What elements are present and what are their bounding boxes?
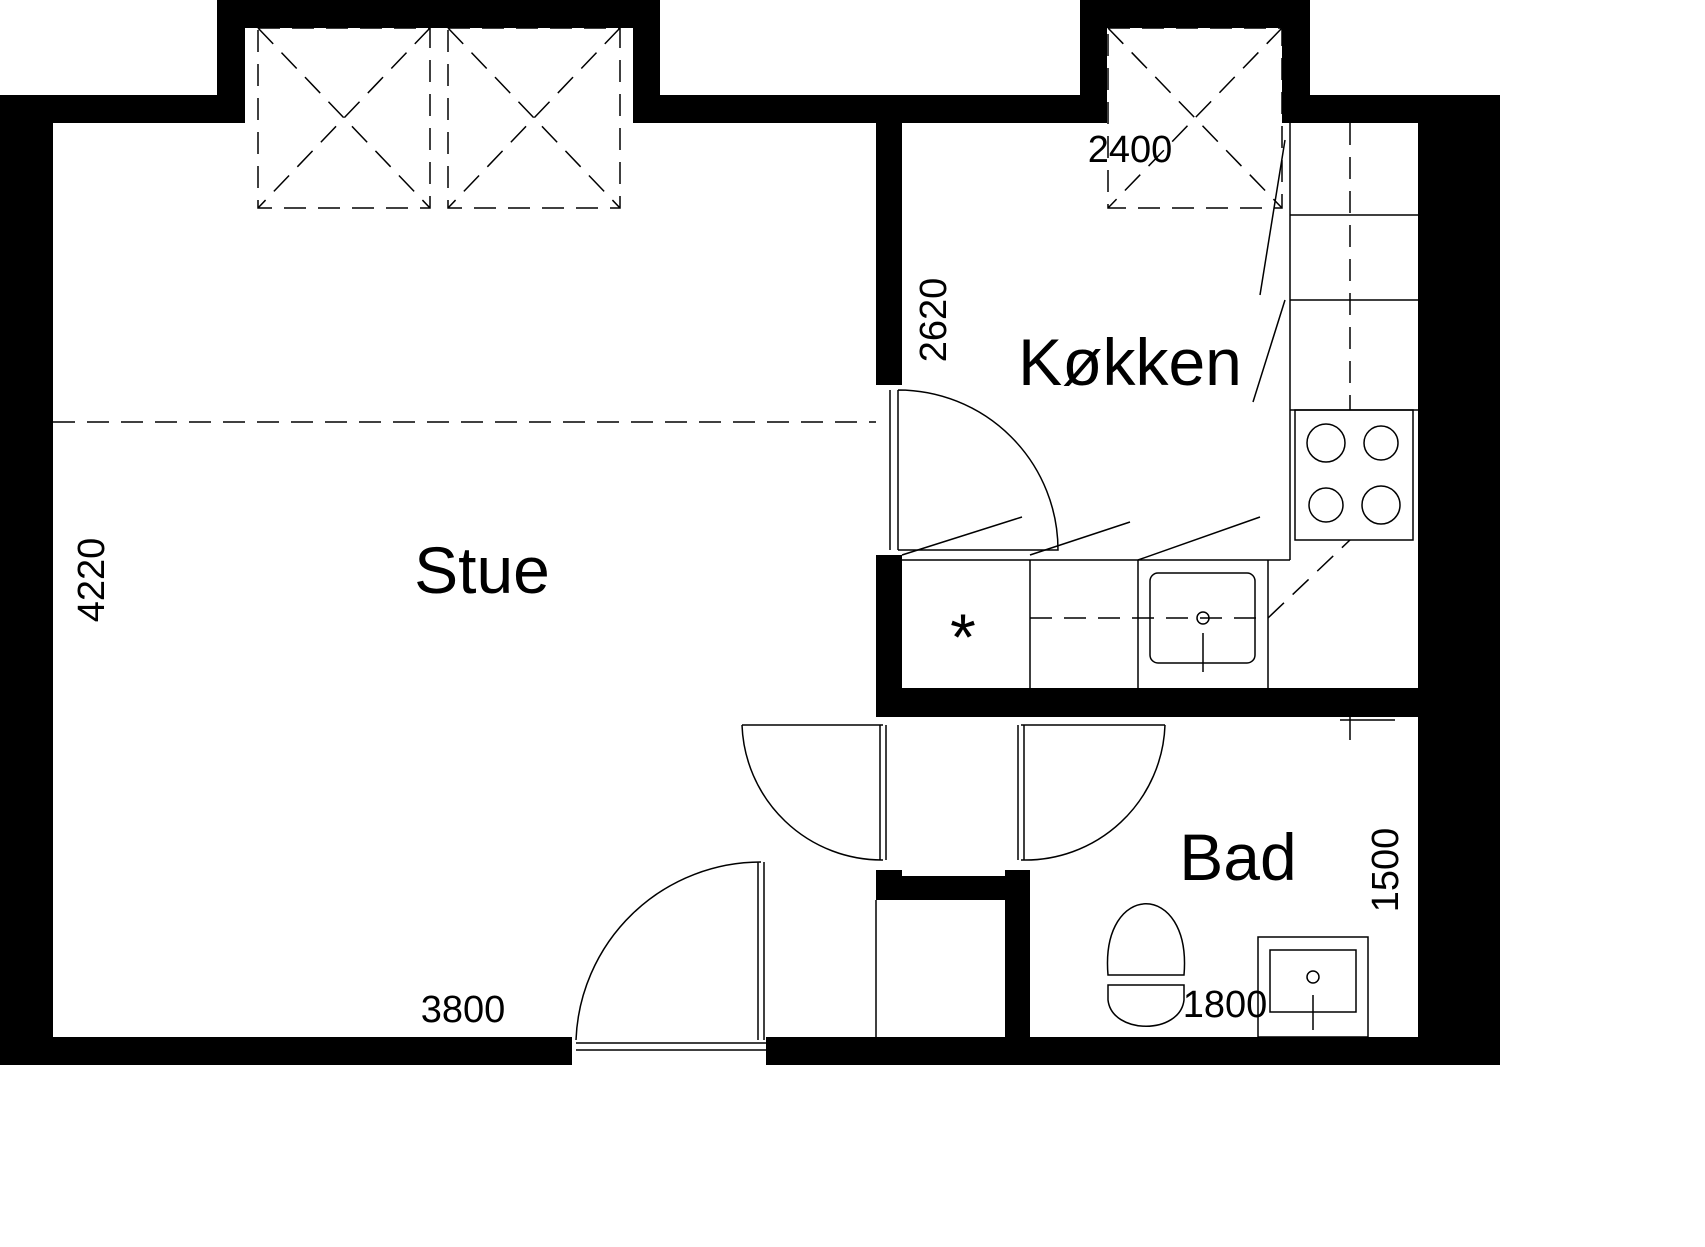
bath-sink-icon [1257, 936, 1369, 1038]
room-marker: * [950, 600, 976, 674]
dimension-living-width: 3800 [421, 989, 506, 1031]
kitchen-fixtures [901, 123, 1418, 688]
walls [0, 0, 1500, 1065]
doors [575, 389, 1166, 1051]
dimension-kitchen-width: 2400 [1088, 129, 1173, 171]
dimension-bath-height: 1500 [1365, 828, 1407, 913]
dimension-bath-width: 1800 [1183, 984, 1268, 1026]
toilet-icon [1106, 903, 1186, 1027]
dimension-kitchen-height: 2620 [913, 278, 955, 363]
room-label-bad: Bad [1179, 820, 1296, 894]
bath-fixtures [875, 717, 1395, 1038]
skylights [257, 27, 1283, 209]
dimension-living-height: 4220 [71, 538, 113, 623]
stove-icon [1294, 409, 1414, 541]
room-label-kokken: Køkken [1018, 325, 1242, 399]
room-label-stue: Stue [414, 533, 550, 607]
